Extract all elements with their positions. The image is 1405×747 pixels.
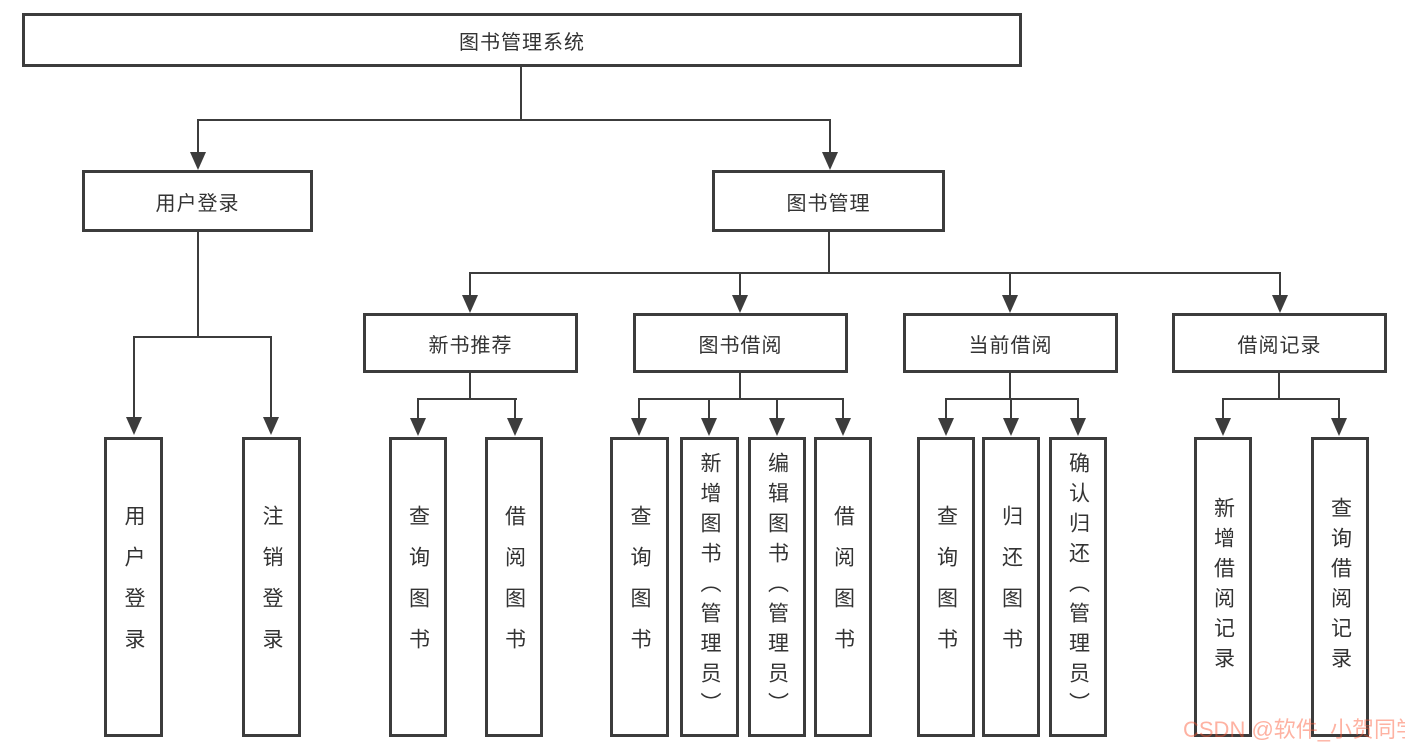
node-label: 用户登录 bbox=[155, 192, 240, 215]
arrowhead-down-icon bbox=[732, 295, 748, 313]
arrowhead-down-icon bbox=[822, 152, 838, 170]
leaf-query-books-recommend: 查询图书 bbox=[389, 437, 447, 737]
arrowhead-down-icon bbox=[769, 418, 785, 436]
arrowhead-down-icon bbox=[1272, 295, 1288, 313]
leaf-label: 新增图书（管理员） bbox=[698, 452, 721, 722]
arrowhead-down-icon bbox=[835, 418, 851, 436]
node-book-management: 图书管理 bbox=[712, 170, 945, 232]
node-user-login: 用户登录 bbox=[82, 170, 313, 232]
leaf-user-login: 用户登录 bbox=[104, 437, 163, 737]
connector-vline bbox=[1009, 272, 1011, 296]
leaf-label: 注销登录 bbox=[260, 505, 283, 669]
leaf-logout: 注销登录 bbox=[242, 437, 301, 737]
connector-hline bbox=[417, 398, 517, 400]
leaf-label: 确认归还（管理员） bbox=[1066, 452, 1090, 722]
node-root-label: 图书管理系统 bbox=[459, 31, 585, 54]
arrowhead-down-icon bbox=[190, 152, 206, 170]
connector-hline bbox=[197, 119, 831, 121]
connector-vline bbox=[708, 398, 710, 419]
connector-vline bbox=[739, 272, 741, 296]
arrowhead-down-icon bbox=[410, 418, 426, 436]
leaf-label: 查询图书 bbox=[628, 505, 651, 669]
connector-vline bbox=[514, 398, 516, 419]
arrowhead-down-icon bbox=[1331, 418, 1347, 436]
arrowhead-down-icon bbox=[1070, 418, 1086, 436]
node-borrow-records: 借阅记录 bbox=[1172, 313, 1387, 373]
leaf-label: 新增借阅记录 bbox=[1211, 497, 1235, 677]
leaf-query-books-current: 查询图书 bbox=[917, 437, 975, 737]
leaf-label: 归还图书 bbox=[999, 505, 1023, 669]
node-label: 当前借阅 bbox=[968, 334, 1053, 357]
node-label: 图书借阅 bbox=[698, 334, 783, 357]
connector-vline bbox=[197, 232, 199, 336]
node-current-borrow: 当前借阅 bbox=[903, 313, 1118, 373]
leaf-label: 查询图书 bbox=[934, 505, 958, 669]
connector-vline bbox=[638, 398, 640, 419]
connector-vline bbox=[776, 398, 778, 419]
leaf-borrow-books-recommend: 借阅图书 bbox=[485, 437, 543, 737]
leaf-label: 用户登录 bbox=[122, 505, 145, 669]
arrowhead-down-icon bbox=[1215, 418, 1231, 436]
leaf-add-borrow-record: 新增借阅记录 bbox=[1194, 437, 1252, 737]
connector-hline bbox=[469, 272, 1281, 274]
connector-vline bbox=[828, 232, 830, 272]
connector-vline bbox=[520, 67, 522, 119]
leaf-label: 查询借阅记录 bbox=[1328, 497, 1352, 677]
connector-vline bbox=[945, 398, 947, 419]
connector-hline bbox=[945, 398, 1079, 400]
node-new-book-recommend: 新书推荐 bbox=[363, 313, 578, 373]
leaf-query-books-borrow: 查询图书 bbox=[610, 437, 669, 737]
leaf-borrow-books: 借阅图书 bbox=[814, 437, 872, 737]
connector-vline bbox=[133, 336, 135, 417]
arrowhead-down-icon bbox=[1003, 418, 1019, 436]
node-label: 新书推荐 bbox=[428, 334, 513, 357]
leaf-label: 借阅图书 bbox=[831, 505, 855, 669]
arrowhead-down-icon bbox=[938, 418, 954, 436]
csdn-watermark: CSDN @软件_小贺同学 bbox=[1183, 717, 1405, 742]
node-label: 图书管理 bbox=[786, 192, 871, 215]
connector-vline bbox=[1010, 398, 1012, 419]
arrowhead-down-icon bbox=[507, 418, 523, 436]
leaf-edit-books-admin: 编辑图书（管理员） bbox=[748, 437, 806, 737]
connector-vline bbox=[1278, 373, 1280, 398]
connector-vline bbox=[270, 336, 272, 417]
connector-vline bbox=[739, 373, 741, 398]
node-book-borrow: 图书借阅 bbox=[633, 313, 848, 373]
connector-vline bbox=[1222, 398, 1224, 419]
connector-hline bbox=[638, 398, 844, 400]
connector-vline bbox=[469, 272, 471, 296]
connector-vline bbox=[469, 373, 471, 398]
node-label: 借阅记录 bbox=[1237, 334, 1322, 357]
connector-vline bbox=[1009, 373, 1011, 398]
connector-vline bbox=[1077, 398, 1079, 419]
leaf-add-books-admin: 新增图书（管理员） bbox=[680, 437, 739, 737]
arrowhead-down-icon bbox=[701, 418, 717, 436]
connector-vline bbox=[842, 398, 844, 419]
connector-vline bbox=[197, 119, 199, 153]
leaf-label: 借阅图书 bbox=[502, 505, 526, 669]
node-root: 图书管理系统 bbox=[22, 13, 1022, 67]
connector-vline bbox=[417, 398, 419, 419]
arrowhead-down-icon bbox=[631, 418, 647, 436]
connector-hline bbox=[1222, 398, 1340, 400]
connector-vline bbox=[1279, 272, 1281, 296]
leaf-label: 查询图书 bbox=[406, 505, 430, 669]
leaf-label: 编辑图书（管理员） bbox=[765, 452, 789, 722]
arrowhead-down-icon bbox=[1002, 295, 1018, 313]
leaf-query-borrow-record: 查询借阅记录 bbox=[1311, 437, 1369, 737]
leaf-confirm-return-admin: 确认归还（管理员） bbox=[1049, 437, 1107, 737]
arrowhead-down-icon bbox=[263, 417, 279, 435]
connector-hline bbox=[133, 336, 272, 338]
connector-vline bbox=[1338, 398, 1340, 419]
leaf-return-books: 归还图书 bbox=[982, 437, 1040, 737]
arrowhead-down-icon bbox=[126, 417, 142, 435]
connector-vline bbox=[829, 119, 831, 153]
arrowhead-down-icon bbox=[462, 295, 478, 313]
